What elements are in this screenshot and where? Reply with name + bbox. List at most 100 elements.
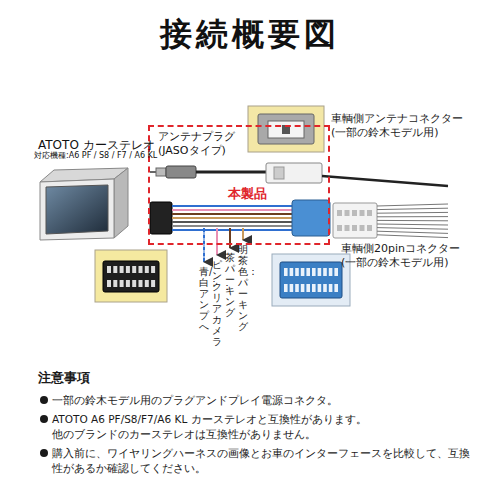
connector-pin: [337, 225, 342, 231]
connector-pin: [290, 268, 294, 276]
vehicle-antenna-connector: [248, 106, 324, 152]
connector-pin: [295, 284, 299, 292]
connector-pin: [367, 210, 372, 216]
branch-wire: [204, 232, 205, 258]
connector-pin: [113, 280, 117, 287]
antenna-cable: [150, 171, 156, 173]
branch-wire: [203, 228, 205, 262]
vehicle-wire: [377, 204, 448, 238]
vehicle-20pin-view: [280, 262, 342, 298]
antenna-cable: [156, 168, 166, 176]
connector-pin: [329, 268, 333, 276]
model-list: 対応機種:A6 PF / S8 / F7 / A6 KL: [34, 151, 157, 161]
branch-wire: [242, 228, 244, 240]
connector-pin: [151, 266, 155, 273]
connector-pin: [337, 210, 342, 216]
vehicle-20pin-view: [272, 254, 350, 306]
vehicle-wire: [377, 216, 448, 217]
connector-pin: [306, 268, 310, 276]
connector-pin: [329, 284, 333, 292]
connector-pin: [132, 280, 136, 287]
antenna-cable: [266, 163, 322, 183]
wiring-harness: [333, 203, 377, 238]
antenna-cable: [196, 171, 266, 174]
connector-pin: [360, 225, 365, 231]
connector-pin: [367, 225, 372, 231]
vehicle-wire: [377, 212, 448, 214]
vehicle-wire: [377, 204, 448, 206]
car-stereo: [46, 185, 108, 234]
harness-wire: [172, 217, 292, 219]
stereo-heading: ATOTO カーステレオ: [38, 138, 155, 153]
vehicle-antenna-connector: [258, 114, 314, 144]
vehicle-antenna-connector: [248, 106, 324, 152]
connector-pin: [345, 225, 350, 231]
connector-pin: [318, 268, 322, 276]
connector-pin: [334, 268, 338, 276]
connector-pin: [323, 284, 327, 292]
car-stereo: [40, 168, 128, 240]
wiring-harness: [150, 202, 172, 234]
connector-pin: [301, 268, 305, 276]
connector-pin: [306, 284, 310, 292]
vehicle-wire: [377, 228, 448, 230]
connector-pin: [337, 210, 372, 231]
connector-pin: [284, 268, 288, 276]
connector-pin: [107, 280, 111, 287]
connector-pin: [126, 266, 130, 273]
wire-label: 青/白：アンプへ: [199, 266, 209, 332]
connector-pin: [284, 268, 338, 292]
harness-wire: [172, 209, 292, 211]
connector-pin: [151, 280, 155, 287]
wire-label: 明茶色：パーキング: [238, 244, 248, 332]
connector-pin: [295, 268, 299, 276]
car-stereo: [114, 168, 128, 238]
harness-wire: [172, 225, 292, 227]
connector-pin: [323, 268, 327, 276]
vehicle-wire: [377, 220, 448, 221]
vehicle-wire: [377, 231, 448, 233]
connector-pin: [132, 266, 136, 273]
note-item: 購入前に、ワイヤリングハーネスの画像とお車のインターフェースを比較して、互換性が…: [52, 446, 472, 476]
stereo-connector-view: [95, 250, 167, 302]
stereo-connector-view: [95, 250, 167, 302]
harness-wire: [172, 229, 292, 231]
connector-pin: [126, 280, 130, 287]
harness-wire: [172, 213, 292, 215]
wire-label: 茶：パーキング: [225, 252, 235, 318]
vehicle-antenna-connector: [268, 121, 304, 138]
connector-pin: [360, 210, 365, 216]
connector-label: 車輌側20pinコネクター (一部の鈴木モデル用): [341, 242, 497, 270]
note-item: ATOTO A6 PF/S8/F7/A6 KL カーステレオと互換性があります。…: [52, 412, 482, 442]
connector-pin: [290, 284, 294, 292]
wiring-harness: [150, 200, 448, 238]
vehicle-wire: [377, 208, 448, 209]
connector-pin: [120, 280, 124, 287]
plug-heading: アンテナプラグ (JASOタイプ): [158, 130, 238, 158]
vehicle-wire: [377, 224, 448, 225]
harness-wire: [172, 206, 292, 230]
connector-pin: [352, 210, 357, 216]
antenna-cable: [322, 176, 448, 186]
connector-pin: [120, 266, 124, 273]
wire-label: ピンク：リアカメラ: [212, 259, 222, 347]
vehicle-wire: [377, 235, 448, 238]
antenna-cable: [274, 167, 284, 179]
product-region: アンテナプラグ (JASOタイプ) 本製品: [148, 125, 330, 245]
antenna-cable: [166, 166, 196, 178]
product-label: 本製品: [228, 186, 267, 202]
note-item: 一部の鈴木モデル用のプラグアンドプレイ電源コネクタ。: [52, 393, 482, 408]
connector-label: 車輌側アンテナコネクター (一部の鈴木モデル用): [331, 112, 491, 140]
connector-pin: [113, 266, 117, 273]
connector-pin: [284, 284, 288, 292]
stereo-connector-view: [103, 261, 159, 292]
branch-wire: [229, 228, 231, 248]
harness-wire: [172, 205, 292, 207]
vehicle-20pin-view: [272, 254, 350, 306]
branch-wire: [216, 228, 218, 255]
connector-pin: [334, 284, 338, 292]
branch-wire: [204, 228, 243, 262]
wiring-harness: [292, 200, 330, 236]
antenna-cable: [150, 163, 448, 186]
